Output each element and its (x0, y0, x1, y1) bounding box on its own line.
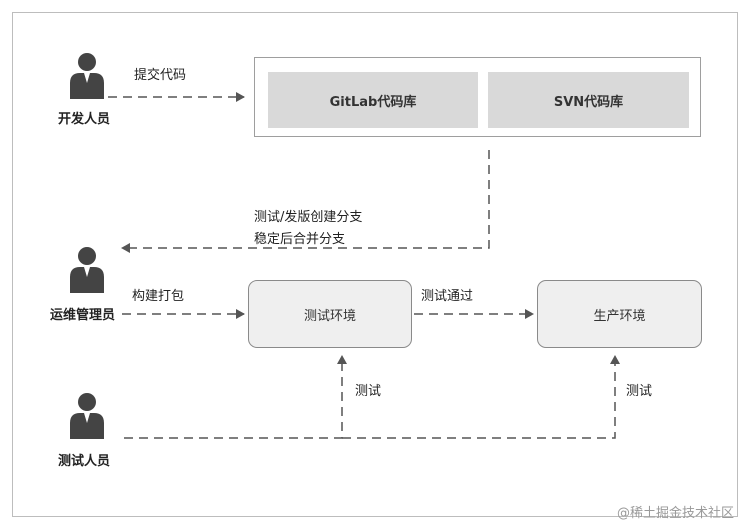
test-pass-label: 测试通过 (421, 289, 474, 304)
tester-to-prod-arrow (342, 355, 620, 439)
repository-group: GitLab代码库 SVN代码库 (254, 57, 701, 137)
gitlab-repo: GitLab代码库 (268, 72, 478, 128)
developer-person-icon (70, 53, 104, 99)
test-label-right: 测试 (626, 384, 653, 399)
tester-label: 测试人员 (58, 454, 111, 469)
ops-person-icon (70, 247, 104, 293)
branch-label-line1: 测试/发版创建分支 (254, 210, 363, 225)
prod-environment: 生产环境 (537, 280, 702, 348)
branch-label-line2: 稳定后合并分支 (254, 232, 346, 247)
ops-label: 运维管理员 (50, 308, 116, 323)
branch-arrow (121, 150, 490, 253)
build-label: 构建打包 (132, 289, 185, 304)
commit-label: 提交代码 (134, 68, 187, 83)
test-label-left: 测试 (355, 384, 382, 399)
test-environment: 测试环境 (248, 280, 412, 348)
tester-person-icon (70, 393, 104, 439)
watermark: @稀土掘金技术社区 (616, 506, 734, 521)
svn-repo: SVN代码库 (488, 72, 689, 128)
tester-to-test-arrow (124, 355, 347, 439)
diagram-frame (12, 12, 738, 517)
developer-label: 开发人员 (58, 112, 111, 127)
